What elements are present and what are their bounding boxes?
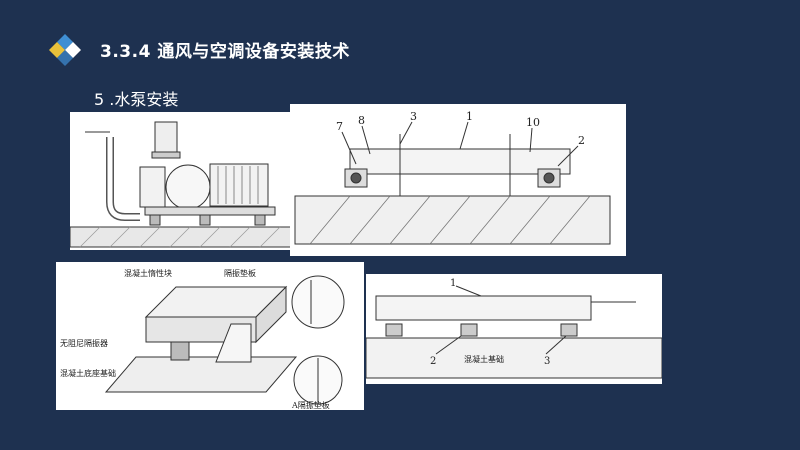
section-subtitle: 5 .水泵安装 xyxy=(94,90,179,109)
callout-label: 1 xyxy=(450,278,456,289)
callout-label: 3 xyxy=(410,110,417,123)
isolator-section-drawing: 7 8 3 1 10 2 xyxy=(290,104,626,256)
drawing-label: 混凝土惰性块 xyxy=(124,268,172,278)
callout-label: 2 xyxy=(578,134,585,147)
page-title: 3.3.4 通风与空调设备安装技术 xyxy=(100,42,350,62)
callout-label: 7 xyxy=(336,120,343,133)
pump-elevation-drawing xyxy=(70,112,292,250)
drawing-label: 混凝土底座基础 xyxy=(60,368,116,378)
drawing-label: 隔振垫板 xyxy=(224,268,256,278)
callout-label: 8 xyxy=(358,114,365,127)
callout-label: 1 xyxy=(466,110,473,123)
diamond-logo-icon xyxy=(49,34,81,66)
isometric-isolator-drawing: 混凝土惰性块 隔振垫板 无阻尼隔振器 混凝土底座基础 A隔振垫板 xyxy=(56,262,364,410)
callout-label: 10 xyxy=(526,116,540,129)
drawing-label: 无阻尼隔振器 xyxy=(60,338,108,348)
drawing-label: 混凝土基础 xyxy=(464,354,504,364)
callout-label: 3 xyxy=(544,356,550,367)
inertia-base-section-drawing: 1 2 3 混凝土基础 xyxy=(366,274,662,384)
callout-label: 2 xyxy=(430,356,436,367)
drawing-label: A隔振垫板 xyxy=(291,400,330,410)
